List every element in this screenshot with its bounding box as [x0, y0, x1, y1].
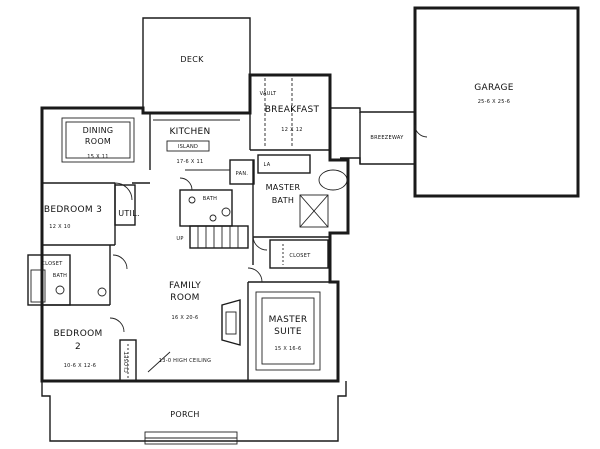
dining-dims: 15 X 11: [87, 154, 108, 160]
interior-walls: [27, 113, 330, 382]
master-suite-label-1: MASTER: [269, 315, 308, 325]
family-dims: 16 X 20-6: [171, 315, 198, 321]
family-label-1: FAMILY: [169, 281, 201, 291]
room-labels: DECK GARAGE 25-6 X 25-6 VAULT BREAKFAST …: [41, 55, 513, 419]
vault-label: VAULT: [260, 91, 277, 97]
breezeway-outline: [330, 107, 428, 165]
stair-up-label: UP: [176, 236, 183, 242]
door-swings: [109, 177, 268, 333]
porch-label: PORCH: [170, 410, 199, 419]
kitchen-label: KITCHEN: [169, 127, 210, 137]
master-bath-label-2: BATH: [272, 196, 294, 205]
breezeway-label: BREEZEWAY: [370, 135, 404, 141]
bedroom2-label-2: 2: [75, 342, 81, 352]
bedroom2-dims: 10-6 X 12-6: [64, 363, 97, 369]
hall-bath-label: BATH: [203, 196, 217, 202]
master-closet-label: CLOSET: [289, 253, 311, 259]
garage-dims: 25-6 X 25-6: [478, 99, 511, 105]
master-suite-label-2: SUITE: [274, 327, 302, 337]
deck-outline: [142, 17, 251, 113]
family-label-2: ROOM: [170, 293, 199, 303]
master-suite-dims: 15 X 16-6: [274, 346, 301, 352]
bedroom3-label: BEDROOM 3: [44, 205, 102, 215]
master-bath-label-1: MASTER: [266, 183, 301, 192]
porch: [41, 381, 347, 445]
bedroom2-label-1: BEDROOM: [53, 329, 102, 339]
laundry-label: LA: [264, 162, 271, 168]
bath2-label: BATH: [53, 273, 67, 279]
bed2-closet-label: CLOSET: [124, 351, 130, 373]
island-label: ISLAND: [178, 144, 198, 150]
ceiling-label: 13-0 HIGH CEILING: [159, 358, 212, 364]
garage-label: GARAGE: [474, 83, 513, 93]
pantry-label: PAN.: [236, 171, 249, 177]
bed3-closet-label: CLOSET: [41, 261, 63, 267]
dining-label-1: DINING: [83, 126, 114, 135]
breakfast-dims: 12 X 12: [281, 127, 302, 133]
bedroom3-dims: 12 X 10: [49, 224, 70, 230]
dining-label-2: ROOM: [85, 137, 111, 146]
deck-label: DECK: [180, 55, 204, 64]
kitchen-dims: 17-6 X 11: [176, 159, 203, 165]
util-label: UTIL.: [118, 209, 140, 218]
fixtures: [30, 78, 348, 378]
breakfast-label: BREAKFAST: [265, 105, 320, 115]
house-exterior-walls: [40, 73, 350, 383]
